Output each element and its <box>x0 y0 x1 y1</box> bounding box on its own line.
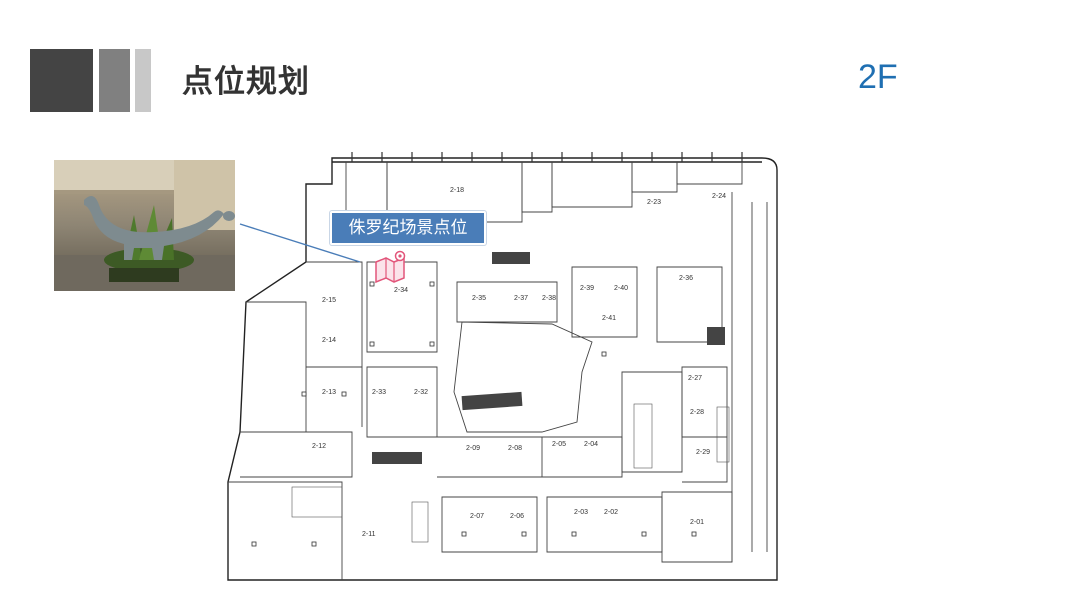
unit-label-2-40: 2-40 <box>614 285 628 292</box>
unit-label-2-39: 2-39 <box>580 285 594 292</box>
unit-label-2-12: 2-12 <box>312 443 326 450</box>
unit-label-2-09: 2-09 <box>466 445 480 452</box>
unit-label-2-29: 2-29 <box>696 449 710 456</box>
floor-plan: 2-18 2-15 2-14 2-13 2-12 2-11 2-24 2-23 … <box>227 152 778 581</box>
unit-label-2-14: 2-14 <box>322 337 336 344</box>
unit-label-2-08: 2-08 <box>508 445 522 452</box>
unit-label-2-04: 2-04 <box>584 441 598 448</box>
header-block-mid <box>99 49 130 112</box>
unit-label-2-28: 2-28 <box>690 409 704 416</box>
unit-label-2-02: 2-02 <box>604 509 618 516</box>
header-block-dark <box>30 49 93 112</box>
unit-label-2-24: 2-24 <box>712 193 726 200</box>
unit-label-2-07: 2-07 <box>470 513 484 520</box>
unit-label-2-01: 2-01 <box>690 519 704 526</box>
unit-label-2-41: 2-41 <box>602 315 616 322</box>
unit-label-2-37: 2-37 <box>514 295 528 302</box>
unit-label-2-33: 2-33 <box>372 389 386 396</box>
scene-point-callout: 侏罗纪场景点位 <box>330 211 486 245</box>
unit-label-2-13: 2-13 <box>322 389 336 396</box>
unit-label-2-36: 2-36 <box>679 275 693 282</box>
unit-label-2-03: 2-03 <box>574 509 588 516</box>
unit-label-2-34: 2-34 <box>394 287 408 294</box>
unit-label-2-15: 2-15 <box>322 297 336 304</box>
floor-label: 2F <box>858 58 898 96</box>
unit-label-2-27: 2-27 <box>688 375 702 382</box>
unit-label-2-18: 2-18 <box>450 187 464 194</box>
unit-label-2-11: 2-11 <box>362 531 376 538</box>
unit-label-2-05: 2-05 <box>552 441 566 448</box>
page-title: 点位规划 <box>182 64 310 100</box>
unit-label-2-06: 2-06 <box>510 513 524 520</box>
dinosaur-scene-photo <box>54 160 235 291</box>
unit-label-2-35: 2-35 <box>472 295 486 302</box>
map-pin-icon <box>375 250 406 284</box>
unit-label-2-23: 2-23 <box>647 199 661 206</box>
header-block-light <box>135 49 151 112</box>
unit-label-2-38: 2-38 <box>542 295 556 302</box>
unit-label-2-32: 2-32 <box>414 389 428 396</box>
